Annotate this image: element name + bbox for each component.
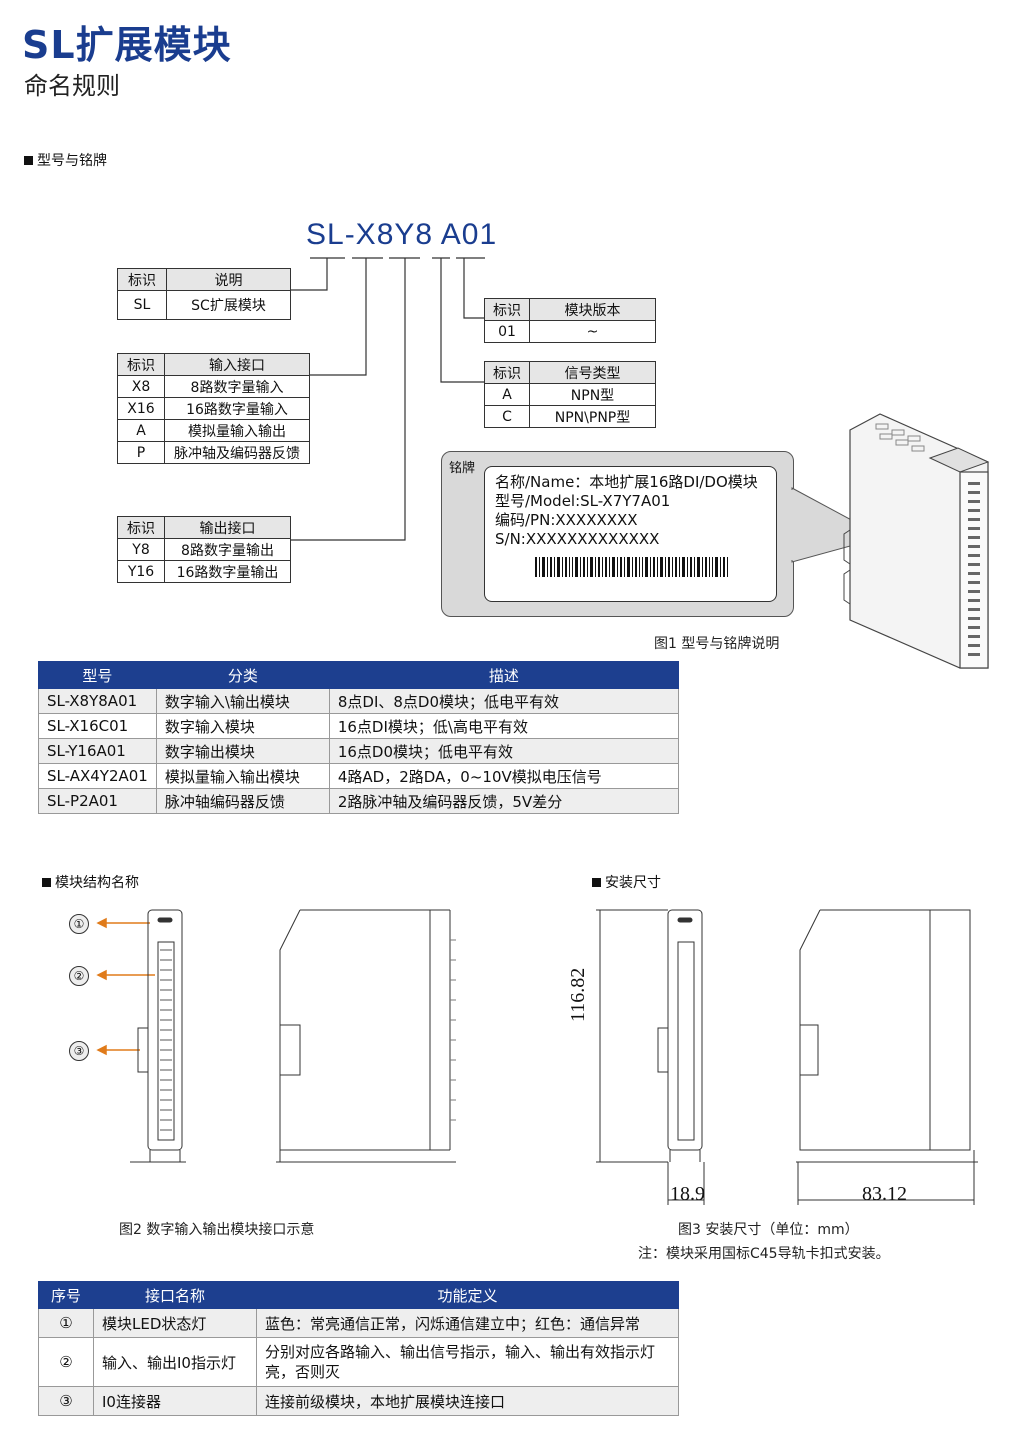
model-table-cell: 数字输入模块 <box>155 713 330 739</box>
table-signal-head-0: 标识 <box>484 361 530 384</box>
table-output-cell: 16路数字量输出 <box>164 560 291 583</box>
section-model-heading: 型号与铭牌 <box>24 150 107 170</box>
table-output-cell: Y8 <box>117 538 165 561</box>
dim-height-label: 116.82 <box>567 967 589 1022</box>
interface-table-cell: 输入、输出I0指示灯 <box>93 1337 257 1387</box>
module-drawings <box>96 909 978 1205</box>
table-signal-cell: A <box>484 383 530 406</box>
table-input-cell: 模拟量输入输出 <box>164 419 310 442</box>
table-signal-cell: NPN型 <box>529 383 656 406</box>
interface-table-cell: 模块LED状态灯 <box>93 1308 257 1338</box>
model-table-cell: 模拟量输入输出模块 <box>155 763 330 789</box>
nameplate-label: 铭牌 <box>449 461 476 476</box>
table-prefix-head-0: 标识 <box>117 268 167 291</box>
nameplate-line: 型号/Model:SL-X7Y7A01 <box>495 492 671 510</box>
model-table-head: 型号 <box>38 661 157 689</box>
table-input-cell: 16路数字量输入 <box>164 397 310 420</box>
figure-3-caption: 图3 安装尺寸（单位：mm） <box>678 1222 859 1238</box>
model-code: SL-X8Y8 A01 <box>306 218 498 251</box>
table-input-cell: X16 <box>117 397 165 420</box>
figure-2-caption: 图2 数字输入输出模块接口示意 <box>119 1222 315 1238</box>
model-table-cell: 16点DI模块；低\高电平有效 <box>328 713 680 739</box>
model-table-cell: SL-X8Y8A01 <box>38 688 157 714</box>
interface-table-cell: 连接前级模块，本地扩展模块连接口 <box>256 1386 679 1416</box>
table-input-cell: P <box>117 441 165 464</box>
callout-2: ② <box>69 966 89 986</box>
model-table-head: 分类 <box>155 661 330 689</box>
table-version-head-1: 模块版本 <box>529 298 656 321</box>
table-prefix-head-1: 说明 <box>166 268 291 291</box>
interface-table-cell: ③ <box>38 1386 94 1416</box>
dim-depth-label: 83.12 <box>862 1183 907 1205</box>
page-subtitle: 命名规则 <box>24 72 120 100</box>
nameplate-line: 名称/Name：本地扩展16路DI/DO模块 <box>495 473 758 491</box>
figure-1-caption: 图1 型号与铭牌说明 <box>654 636 780 652</box>
nameplate-line: 编码/PN:XXXXXXXX <box>495 511 638 529</box>
interface-table-cell: ② <box>38 1337 94 1387</box>
module-3d-illustration <box>790 413 990 669</box>
table-input-cell: A <box>117 419 165 442</box>
section-structure-heading: 模块结构名称 <box>42 872 139 892</box>
table-input-head-1: 输入接口 <box>164 353 310 376</box>
callout-1: ① <box>69 914 89 934</box>
table-output-cell: 8路数字量输出 <box>164 538 291 561</box>
table-output-head-0: 标识 <box>117 516 165 539</box>
table-version-head-0: 标识 <box>484 298 530 321</box>
interface-table-cell: 蓝色：常亮通信正常，闪烁通信建立中；红色：通信异常 <box>256 1308 679 1338</box>
table-input-cell: X8 <box>117 375 165 398</box>
nameplate-line: S/N:XXXXXXXXXXXXX <box>495 530 660 548</box>
interface-table-head: 接口名称 <box>93 1281 257 1309</box>
interface-table-head: 功能定义 <box>256 1281 679 1309</box>
model-table-head: 描述 <box>328 661 680 689</box>
model-table-cell: 8点DI、8点D0模块；低电平有效 <box>328 688 680 714</box>
table-output-cell: Y16 <box>117 560 165 583</box>
callout-3: ③ <box>69 1041 89 1061</box>
table-version-cell: ~ <box>529 320 656 343</box>
table-signal-cell: NPN\PNP型 <box>529 405 656 428</box>
model-table-cell: 数字输入\输出模块 <box>155 688 330 714</box>
interface-table-cell: ① <box>38 1308 94 1338</box>
page-title: SL扩展模块 <box>22 23 232 67</box>
table-version: 标识模块版本 01~ <box>484 298 656 343</box>
table-signal-cell: C <box>484 405 530 428</box>
interface-table-head: 序号 <box>38 1281 94 1309</box>
model-table-cell: 16点D0模块；低电平有效 <box>328 738 680 764</box>
table-prefix-cell: SL <box>117 290 167 320</box>
barcode-graphic <box>535 557 728 577</box>
nameplate-card: 名称/Name：本地扩展16路DI/DO模块 型号/Model:SL-X7Y7A… <box>484 466 777 602</box>
table-version-cell: 01 <box>484 320 530 343</box>
model-table-cell: SL-X16C01 <box>38 713 157 739</box>
model-table-cell: 数字输出模块 <box>155 738 330 764</box>
section-install-heading: 安装尺寸 <box>592 872 661 892</box>
model-table-cell: 脉冲轴编码器反馈 <box>155 788 330 814</box>
model-table-cell: SL-P2A01 <box>38 788 157 814</box>
interface-table: 序号 接口名称 功能定义 ① 模块LED状态灯 蓝色：常亮通信正常，闪烁通信建立… <box>38 1281 679 1416</box>
table-input-cell: 8路数字量输入 <box>164 375 310 398</box>
model-table-cell: 4路AD，2路DA，0~10V模拟电压信号 <box>328 763 680 789</box>
table-input-cell: 脉冲轴及编码器反馈 <box>164 441 310 464</box>
table-prefix-cell: SC扩展模块 <box>166 290 291 320</box>
table-signal-head-1: 信号类型 <box>529 361 656 384</box>
naming-leader-lines <box>290 257 485 541</box>
model-table-cell: SL-Y16A01 <box>38 738 157 764</box>
interface-table-cell: I0连接器 <box>93 1386 257 1416</box>
interface-table-cell: 分别对应各路输入、输出信号指示，输入、输出有效指示灯亮，否则灭 <box>256 1337 679 1387</box>
install-note: 注：模块采用国标C45导轨卡扣式安装。 <box>638 1246 890 1262</box>
model-table-cell: 2路脉冲轴及编码器反馈，5V差分 <box>328 788 680 814</box>
dim-width-label: 18.9 <box>670 1183 705 1205</box>
table-input-head-0: 标识 <box>117 353 165 376</box>
table-output-head-1: 输出接口 <box>164 516 291 539</box>
model-table-cell: SL-AX4Y2A01 <box>38 763 157 789</box>
